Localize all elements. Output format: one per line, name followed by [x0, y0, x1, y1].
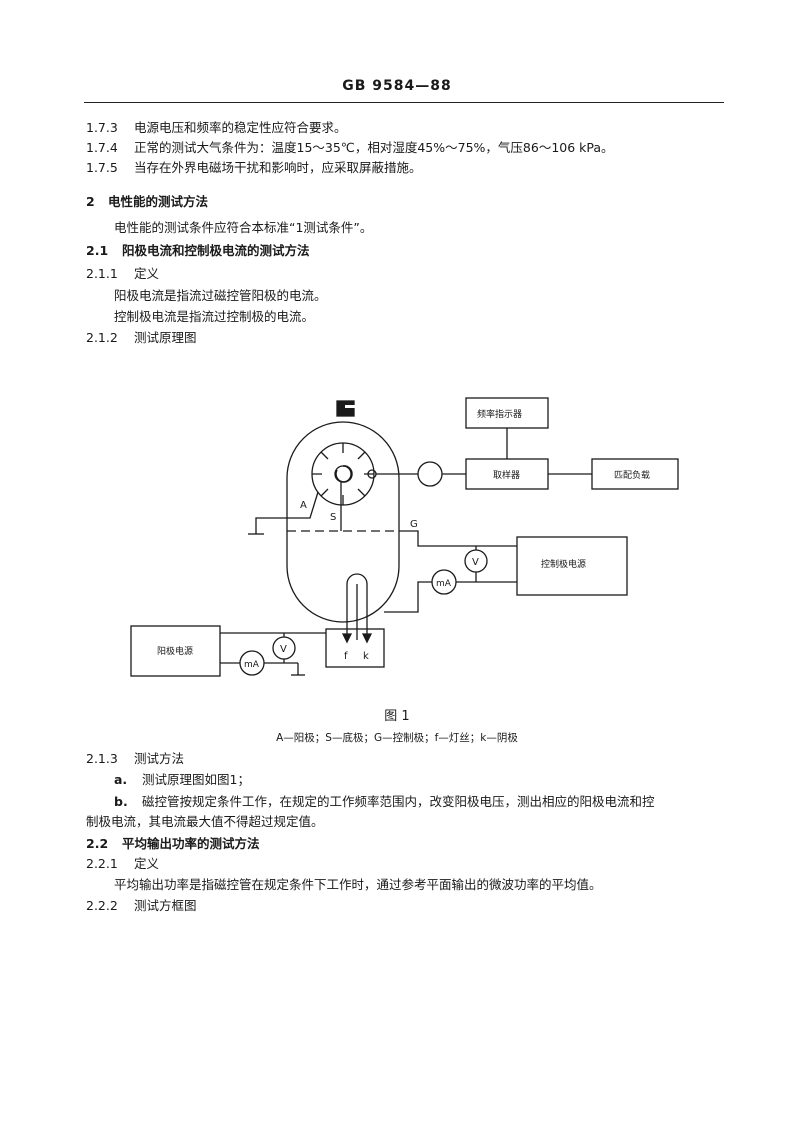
clause-text: 正常的测试大气条件为：温度15～35℃，相对湿度45%～75%，气压86～106… — [134, 140, 614, 155]
control-milliammeter-label: mA — [436, 579, 452, 589]
magnetron-envelope — [286, 421, 400, 623]
anode-supply-label: 阳极电源 — [157, 645, 193, 657]
section-number: 2.1.1 — [86, 266, 118, 281]
section-number: 2.2.1 — [86, 856, 118, 871]
anode-milliammeter-label: mA — [244, 660, 260, 670]
section-title: 测试方框图 — [134, 898, 197, 913]
cathode-terminal-label: k — [363, 651, 369, 662]
section-2-2-2-heading: 2.2.2 测试方框图 — [86, 898, 197, 914]
section-2-2-1-heading: 2.2.1 定义 — [86, 856, 159, 872]
item-text: 测试原理图如图1； — [142, 772, 250, 787]
test-circuit-diagram: 频率指示器 取样器 匹配负载 控制极电源 阳极电源 V mA V mA A S … — [130, 397, 679, 677]
method-item-b: b. 磁控管按规定条件工作，在规定的工作频率范围内，改变阳极电压，测出相应的阳极电… — [114, 794, 655, 810]
section-2-1-1-heading: 2.1.1 定义 — [86, 266, 159, 282]
section-number: 2.2 — [86, 836, 109, 851]
clause-1-7-3: 1.7.3 电源电压和频率的稳定性应符合要求。 — [86, 120, 347, 136]
section-title: 电性能的测试方法 — [108, 194, 209, 209]
section-title: 平均输出功率的测试方法 — [122, 836, 260, 851]
control-terminal-label: G — [410, 519, 418, 530]
magnet-cap-icon — [336, 400, 355, 417]
definition-control-current: 控制极电流是指流过控制极的电流。 — [114, 309, 315, 324]
figure-legend: A—阳极；S—底极；G—控制极；f—灯丝；k—阴极 — [276, 732, 518, 744]
clause-number: 1.7.5 — [86, 160, 118, 175]
filament-terminal-label: f — [344, 651, 348, 662]
definition-anode-current: 阳极电流是指流过磁控管阳极的电流。 — [114, 288, 327, 303]
section-2-1-heading: 2.1 阳极电流和控制极电流的测试方法 — [86, 243, 310, 259]
section-title: 定义 — [134, 856, 160, 871]
standard-number-header: GB 9584—88 — [342, 78, 452, 94]
section-2-intro: 电性能的测试条件应符合本标准“1测试条件”。 — [114, 220, 373, 235]
section-number: 2.1.3 — [86, 751, 118, 766]
anode-terminal-label: A — [300, 500, 307, 511]
section-title: 阳极电流和控制极电流的测试方法 — [122, 243, 310, 258]
base-terminal-label: S — [330, 512, 336, 523]
section-title: 测试原理图 — [134, 330, 197, 345]
clause-1-7-5: 1.7.5 当存在外界电磁场干扰和影响时，应采取屏蔽措施。 — [86, 160, 422, 176]
section-2-1-3-heading: 2.1.3 测试方法 — [86, 751, 184, 767]
section-number: 2.1.2 — [86, 330, 118, 345]
frequency-indicator-label: 频率指示器 — [477, 408, 522, 420]
section-2-2-heading: 2.2 平均输出功率的测试方法 — [86, 836, 260, 852]
anode-voltmeter-label: V — [280, 644, 287, 655]
filament-terminal-box — [325, 628, 385, 668]
item-marker: b. — [114, 794, 128, 809]
item-marker: a. — [114, 772, 128, 787]
clause-text: 电源电压和频率的稳定性应符合要求。 — [134, 120, 347, 135]
matched-load-label: 匹配负载 — [614, 469, 650, 481]
matched-load-box — [591, 458, 679, 490]
clause-number: 1.7.4 — [86, 140, 118, 155]
control-supply-label: 控制极电源 — [541, 558, 586, 570]
section-2-heading: 2 电性能的测试方法 — [86, 194, 208, 210]
section-number: 2.1 — [86, 243, 109, 258]
section-number: 2 — [86, 194, 95, 209]
figure-title: 图 1 — [384, 709, 410, 724]
coupler-circle — [417, 461, 443, 487]
definition-average-output-power: 平均输出功率是指磁控管在规定条件下工作时，通过参考平面输出的微波功率的平均值。 — [114, 877, 602, 892]
anode-supply-box — [130, 625, 221, 677]
clause-number: 1.7.3 — [86, 120, 118, 135]
control-voltmeter-label: V — [472, 557, 479, 568]
header-rule — [84, 102, 724, 103]
section-title: 定义 — [134, 266, 160, 281]
method-item-b-continued: 制极电流，其电流最大值不得超过规定值。 — [86, 814, 324, 829]
clause-1-7-4: 1.7.4 正常的测试大气条件为：温度15～35℃，相对湿度45%～75%，气压8… — [86, 140, 614, 156]
section-number: 2.2.2 — [86, 898, 118, 913]
sampler-label: 取样器 — [493, 469, 520, 481]
item-text: 磁控管按规定条件工作，在规定的工作频率范围内，改变阳极电压，测出相应的阳极电流和… — [142, 794, 655, 809]
section-title: 测试方法 — [134, 751, 185, 766]
section-2-1-2-heading: 2.1.2 测试原理图 — [86, 330, 197, 346]
method-item-a: a. 测试原理图如图1； — [114, 772, 250, 788]
control-supply-box — [516, 536, 628, 596]
clause-text: 当存在外界电磁场干扰和影响时，应采取屏蔽措施。 — [134, 160, 422, 175]
